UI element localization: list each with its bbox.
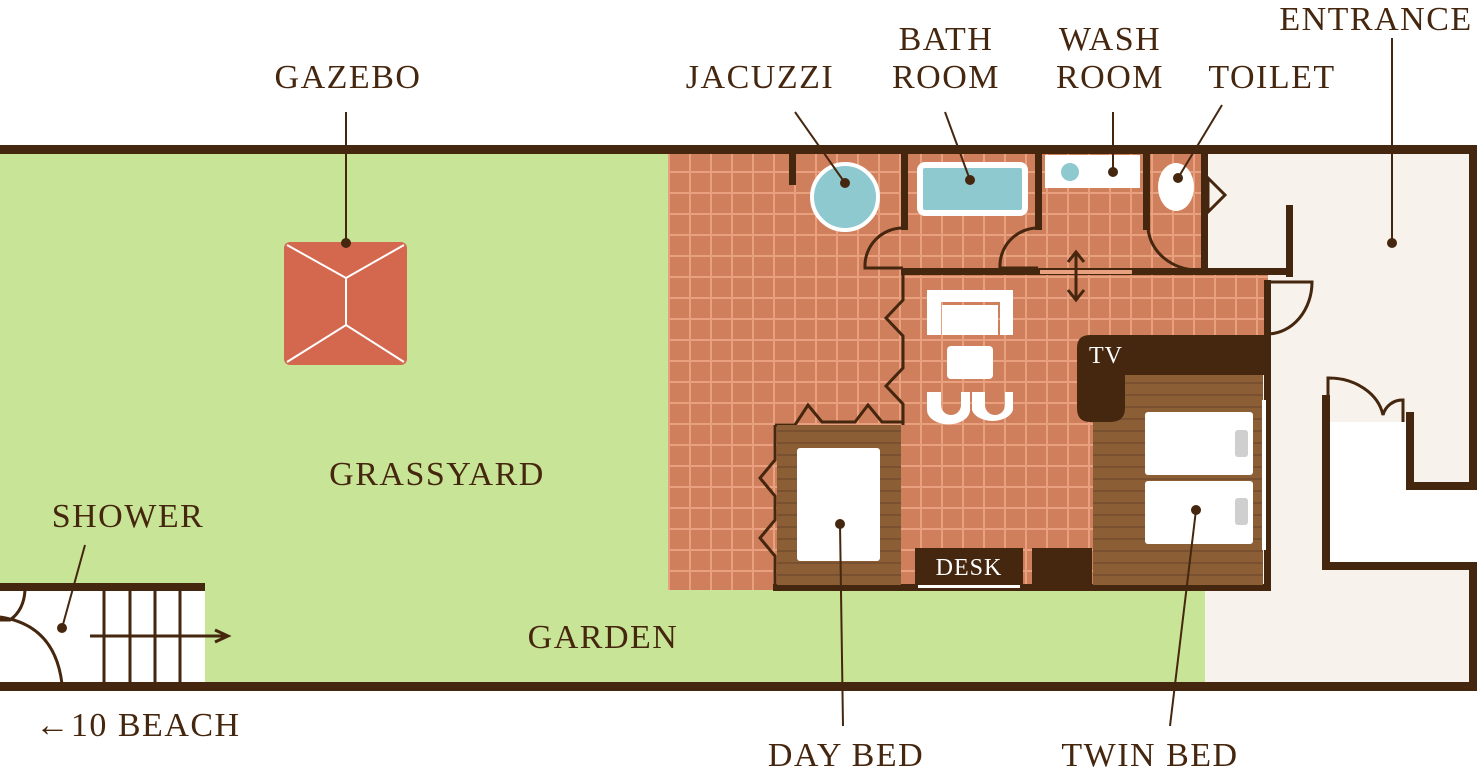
day-bed-label: DAY BED (768, 737, 924, 774)
wash-room-label-2: ROOM (1056, 59, 1164, 96)
bath-room-label-1: BATH (899, 21, 994, 58)
garden-label: GARDEN (528, 619, 679, 656)
jacuzzi-label: JACUZZI (686, 59, 834, 96)
bath-room-label-2: ROOM (892, 59, 1000, 96)
toilet-label: TOILET (1208, 59, 1335, 96)
gazebo-label: GAZEBO (275, 59, 422, 96)
walls (0, 145, 1477, 691)
wash-basin (1045, 155, 1140, 188)
tv-unit: TV (1077, 335, 1268, 422)
leader-dots (57, 167, 1397, 633)
tv-label: TV (1089, 343, 1123, 369)
desk: DESK (915, 548, 1092, 588)
leader-lines (61, 38, 1393, 727)
garden-area (200, 588, 1270, 686)
twin-bed-label: TWIN BED (1061, 737, 1238, 774)
beach-label: ←10 BEACH (35, 707, 240, 744)
entrance-label: ENTRANCE (1279, 1, 1472, 38)
grassyard-label: GRASSYARD (329, 456, 545, 493)
jacuzzi (810, 162, 880, 232)
desk-label: DESK (936, 555, 1003, 581)
day-bed-mattress (797, 448, 880, 561)
shower-label: SHOWER (52, 498, 205, 535)
gazebo (284, 242, 407, 365)
toilet-bowl (1158, 163, 1194, 211)
bathtub (917, 162, 1028, 216)
wash-room-label-1: WASH (1059, 21, 1161, 58)
dining-set (927, 290, 1013, 425)
